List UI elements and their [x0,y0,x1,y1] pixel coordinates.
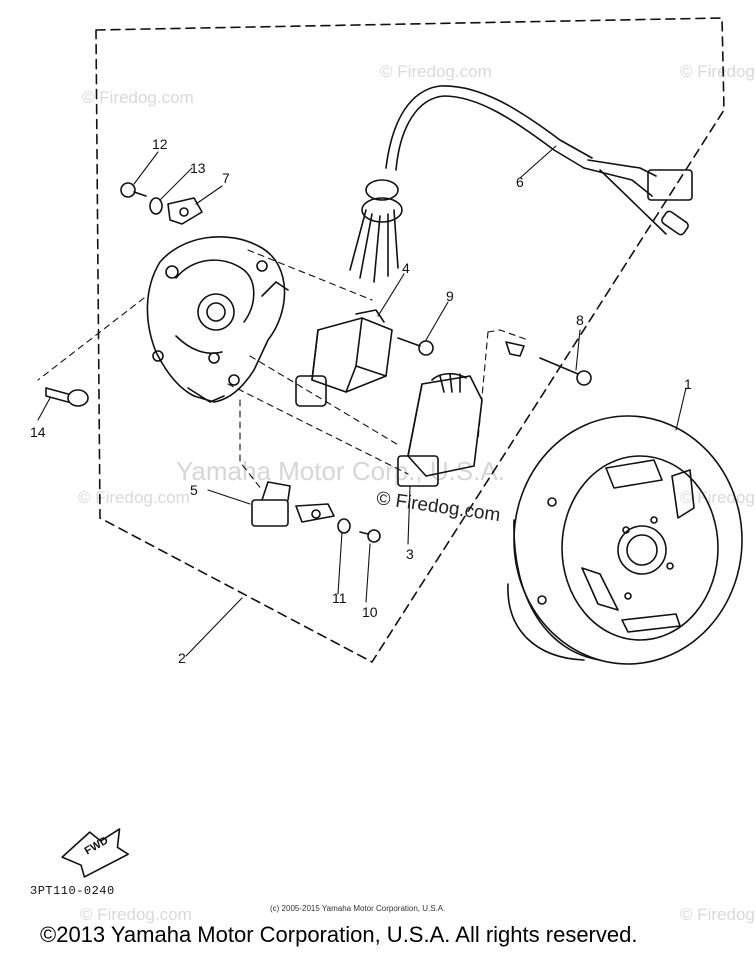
small-copyright: (c) 2005-2015 Yamaha Motor Corporation, … [270,904,446,913]
callout-11: 11 [332,590,347,606]
watermark: © Firedog.com [78,488,190,507]
washer-13 [149,197,163,215]
callout-6: 6 [516,174,524,190]
charging-coil [397,372,483,487]
assembly-boundary [95,17,725,663]
callout-13: 13 [190,160,206,176]
bracket-7 [167,197,203,225]
watermark: © Firedog.com [82,88,194,107]
washer-11 [337,518,351,534]
lead-wire-harness [349,85,693,283]
pickup-coil [295,309,393,407]
callout-8: 8 [576,312,584,328]
screw-10 [359,529,381,543]
footer-copyright: ©2013 Yamaha Motor Corporation, U.S.A. A… [40,922,638,947]
callout-14: 14 [30,424,46,440]
callout-3: 3 [406,546,414,562]
callout-1: 1 [684,376,692,392]
watermark: © Firedog.com [380,62,492,81]
screw-12 [120,182,147,198]
callout-5: 5 [190,482,198,498]
watermark: © Firedog.com [680,905,756,924]
fwd-arrow-icon [61,828,130,878]
stator-base-plate [146,236,289,403]
callout-10: 10 [362,604,378,620]
sensor-5 [251,481,335,527]
screw-8 [505,341,592,386]
callout-4: 4 [402,260,410,276]
screw-14 [45,387,89,407]
callout-7: 7 [222,170,230,186]
callout-9: 9 [446,288,454,304]
flywheel-rotor [507,415,743,665]
callout-12: 12 [152,136,168,152]
watermark: © Firedog.com [680,62,756,81]
callout-2: 2 [178,650,186,666]
watermark: © Firedog.com [80,905,192,924]
diagram-code: 3PT110-0240 [30,884,115,898]
screw-9 [397,337,434,356]
